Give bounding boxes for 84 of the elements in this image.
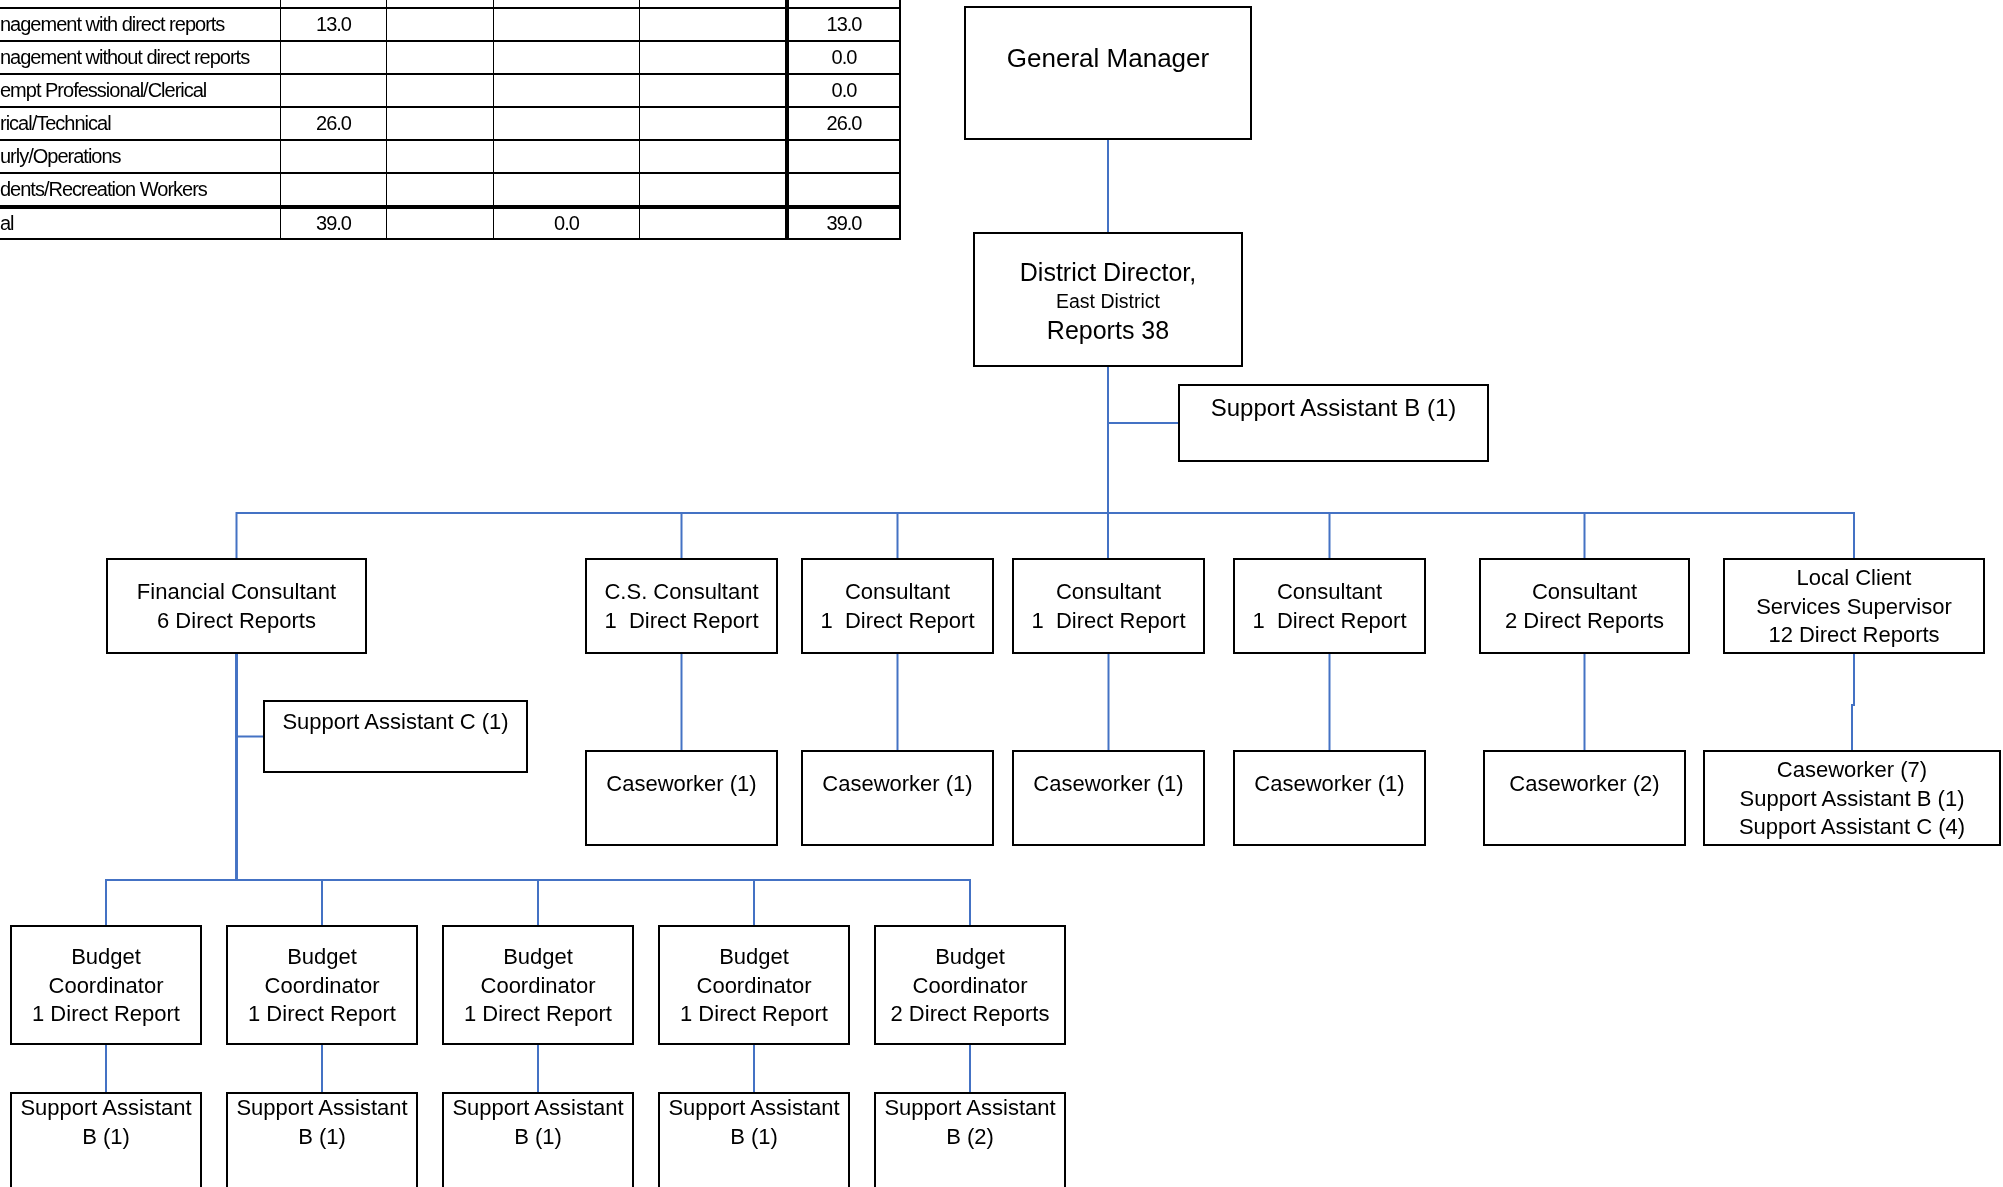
org-box — [964, 6, 1252, 140]
org-box — [658, 1092, 850, 1187]
position-title: Caseworker (7) Support Assistant B (1) Support Assistant C (4) — [1737, 756, 1967, 842]
table-cell: urly/Operations — [0, 141, 281, 174]
position-title: Caseworker (2) — [1508, 770, 1661, 798]
position-title: Support Assistant B (1) — [235, 1094, 409, 1151]
position-title: Financial Consultant 6 Direct Reports — [135, 578, 338, 635]
connector-line — [1583, 653, 1586, 751]
org-box — [585, 750, 778, 846]
org-box — [442, 925, 634, 1045]
connector-line — [1328, 653, 1331, 751]
table-cell: nagement with direct reports — [0, 9, 281, 42]
table-cell: 0.0 — [494, 207, 640, 240]
org-box — [106, 558, 367, 654]
org-box — [585, 558, 778, 654]
connector-line — [896, 653, 899, 751]
table-cell: 13.0 — [786, 9, 901, 42]
org-box — [1233, 750, 1426, 846]
org-box — [874, 1092, 1066, 1187]
connector-line — [1107, 139, 1109, 233]
table-cell: 0.0 — [786, 75, 901, 108]
position-title: Consultant 1 Direct Report — [1251, 578, 1408, 635]
org-box — [658, 925, 850, 1045]
position-title: Consultant 1 Direct Report — [1030, 578, 1187, 635]
table-cell: al — [0, 207, 281, 240]
position-title: Local Client Services Supervisor 12 Direct Reports — [1755, 564, 1953, 650]
connector-line — [753, 1044, 755, 1093]
table-cell: 39.0 — [281, 207, 387, 240]
connector-line — [969, 1044, 971, 1093]
position-title: District Director, — [1018, 257, 1198, 288]
org-box — [801, 558, 994, 654]
org-box — [10, 1092, 202, 1187]
position-title: Support Assistant C (1) — [281, 708, 510, 736]
org-box — [1012, 750, 1205, 846]
org-box — [226, 1092, 418, 1187]
position-title: East District — [1055, 288, 1161, 314]
position-title: Caseworker (1) — [821, 770, 974, 798]
connector-line — [537, 1044, 539, 1093]
position-title: Budget Coordinator 1 Direct Report — [679, 943, 829, 1029]
position-title: Caseworker (1) — [1253, 770, 1406, 798]
position-title: Caseworker (1) — [1032, 770, 1185, 798]
position-title: Budget Coordinator 1 Direct Report — [31, 943, 181, 1029]
table-cell: dents/Recreation Workers — [0, 174, 281, 207]
org-box — [1723, 558, 1985, 654]
position-title: Support Assistant B (1) — [667, 1094, 841, 1151]
org-box — [801, 750, 994, 846]
org-box — [226, 925, 418, 1045]
table-cell: 0.0 — [786, 42, 901, 75]
table-cell: 39.0 — [786, 207, 901, 240]
org-box — [1178, 384, 1489, 462]
org-box — [1483, 750, 1686, 846]
connector-line — [1107, 653, 1110, 751]
connector-line — [1851, 653, 1855, 751]
position-title: Caseworker (1) — [605, 770, 758, 798]
org-box — [973, 232, 1243, 367]
table-cell: 13.0 — [281, 9, 387, 42]
org-box — [1479, 558, 1690, 654]
org-box — [1012, 558, 1205, 654]
position-title: Budget Coordinator 1 Direct Report — [247, 943, 397, 1029]
position-title: Consultant 1 Direct Report — [819, 578, 976, 635]
table-cell: 26.0 — [786, 108, 901, 141]
org-box — [874, 925, 1066, 1045]
org-box — [442, 1092, 634, 1187]
position-title: Support Assistant B (1) — [1209, 393, 1458, 423]
table-cell: rical/Technical — [0, 108, 281, 141]
position-title: Budget Coordinator 1 Direct Report — [463, 943, 613, 1029]
position-title: Support Assistant B (1) — [19, 1094, 193, 1151]
connector-line — [321, 1044, 323, 1093]
position-title: Consultant 2 Direct Reports — [1504, 578, 1665, 635]
connector-line — [680, 653, 683, 751]
position-title: Support Assistant B (1) — [451, 1094, 625, 1151]
position-title: C.S. Consultant 1 Direct Report — [603, 578, 760, 635]
org-box — [263, 700, 528, 773]
position-title: Support Assistant B (2) — [883, 1094, 1057, 1151]
org-box — [10, 925, 202, 1045]
table-cell: 26.0 — [281, 108, 387, 141]
table-cell: empt Professional/Clerical — [0, 75, 281, 108]
org-box — [1703, 750, 2001, 846]
org-box — [1233, 558, 1426, 654]
table-cell: nagement without direct reports — [0, 42, 281, 75]
position-title: General Manager — [1005, 42, 1211, 75]
position-title: Budget Coordinator 2 Direct Reports — [889, 943, 1051, 1029]
connector-line — [105, 1044, 107, 1093]
position-title: Reports 38 — [1045, 314, 1171, 346]
